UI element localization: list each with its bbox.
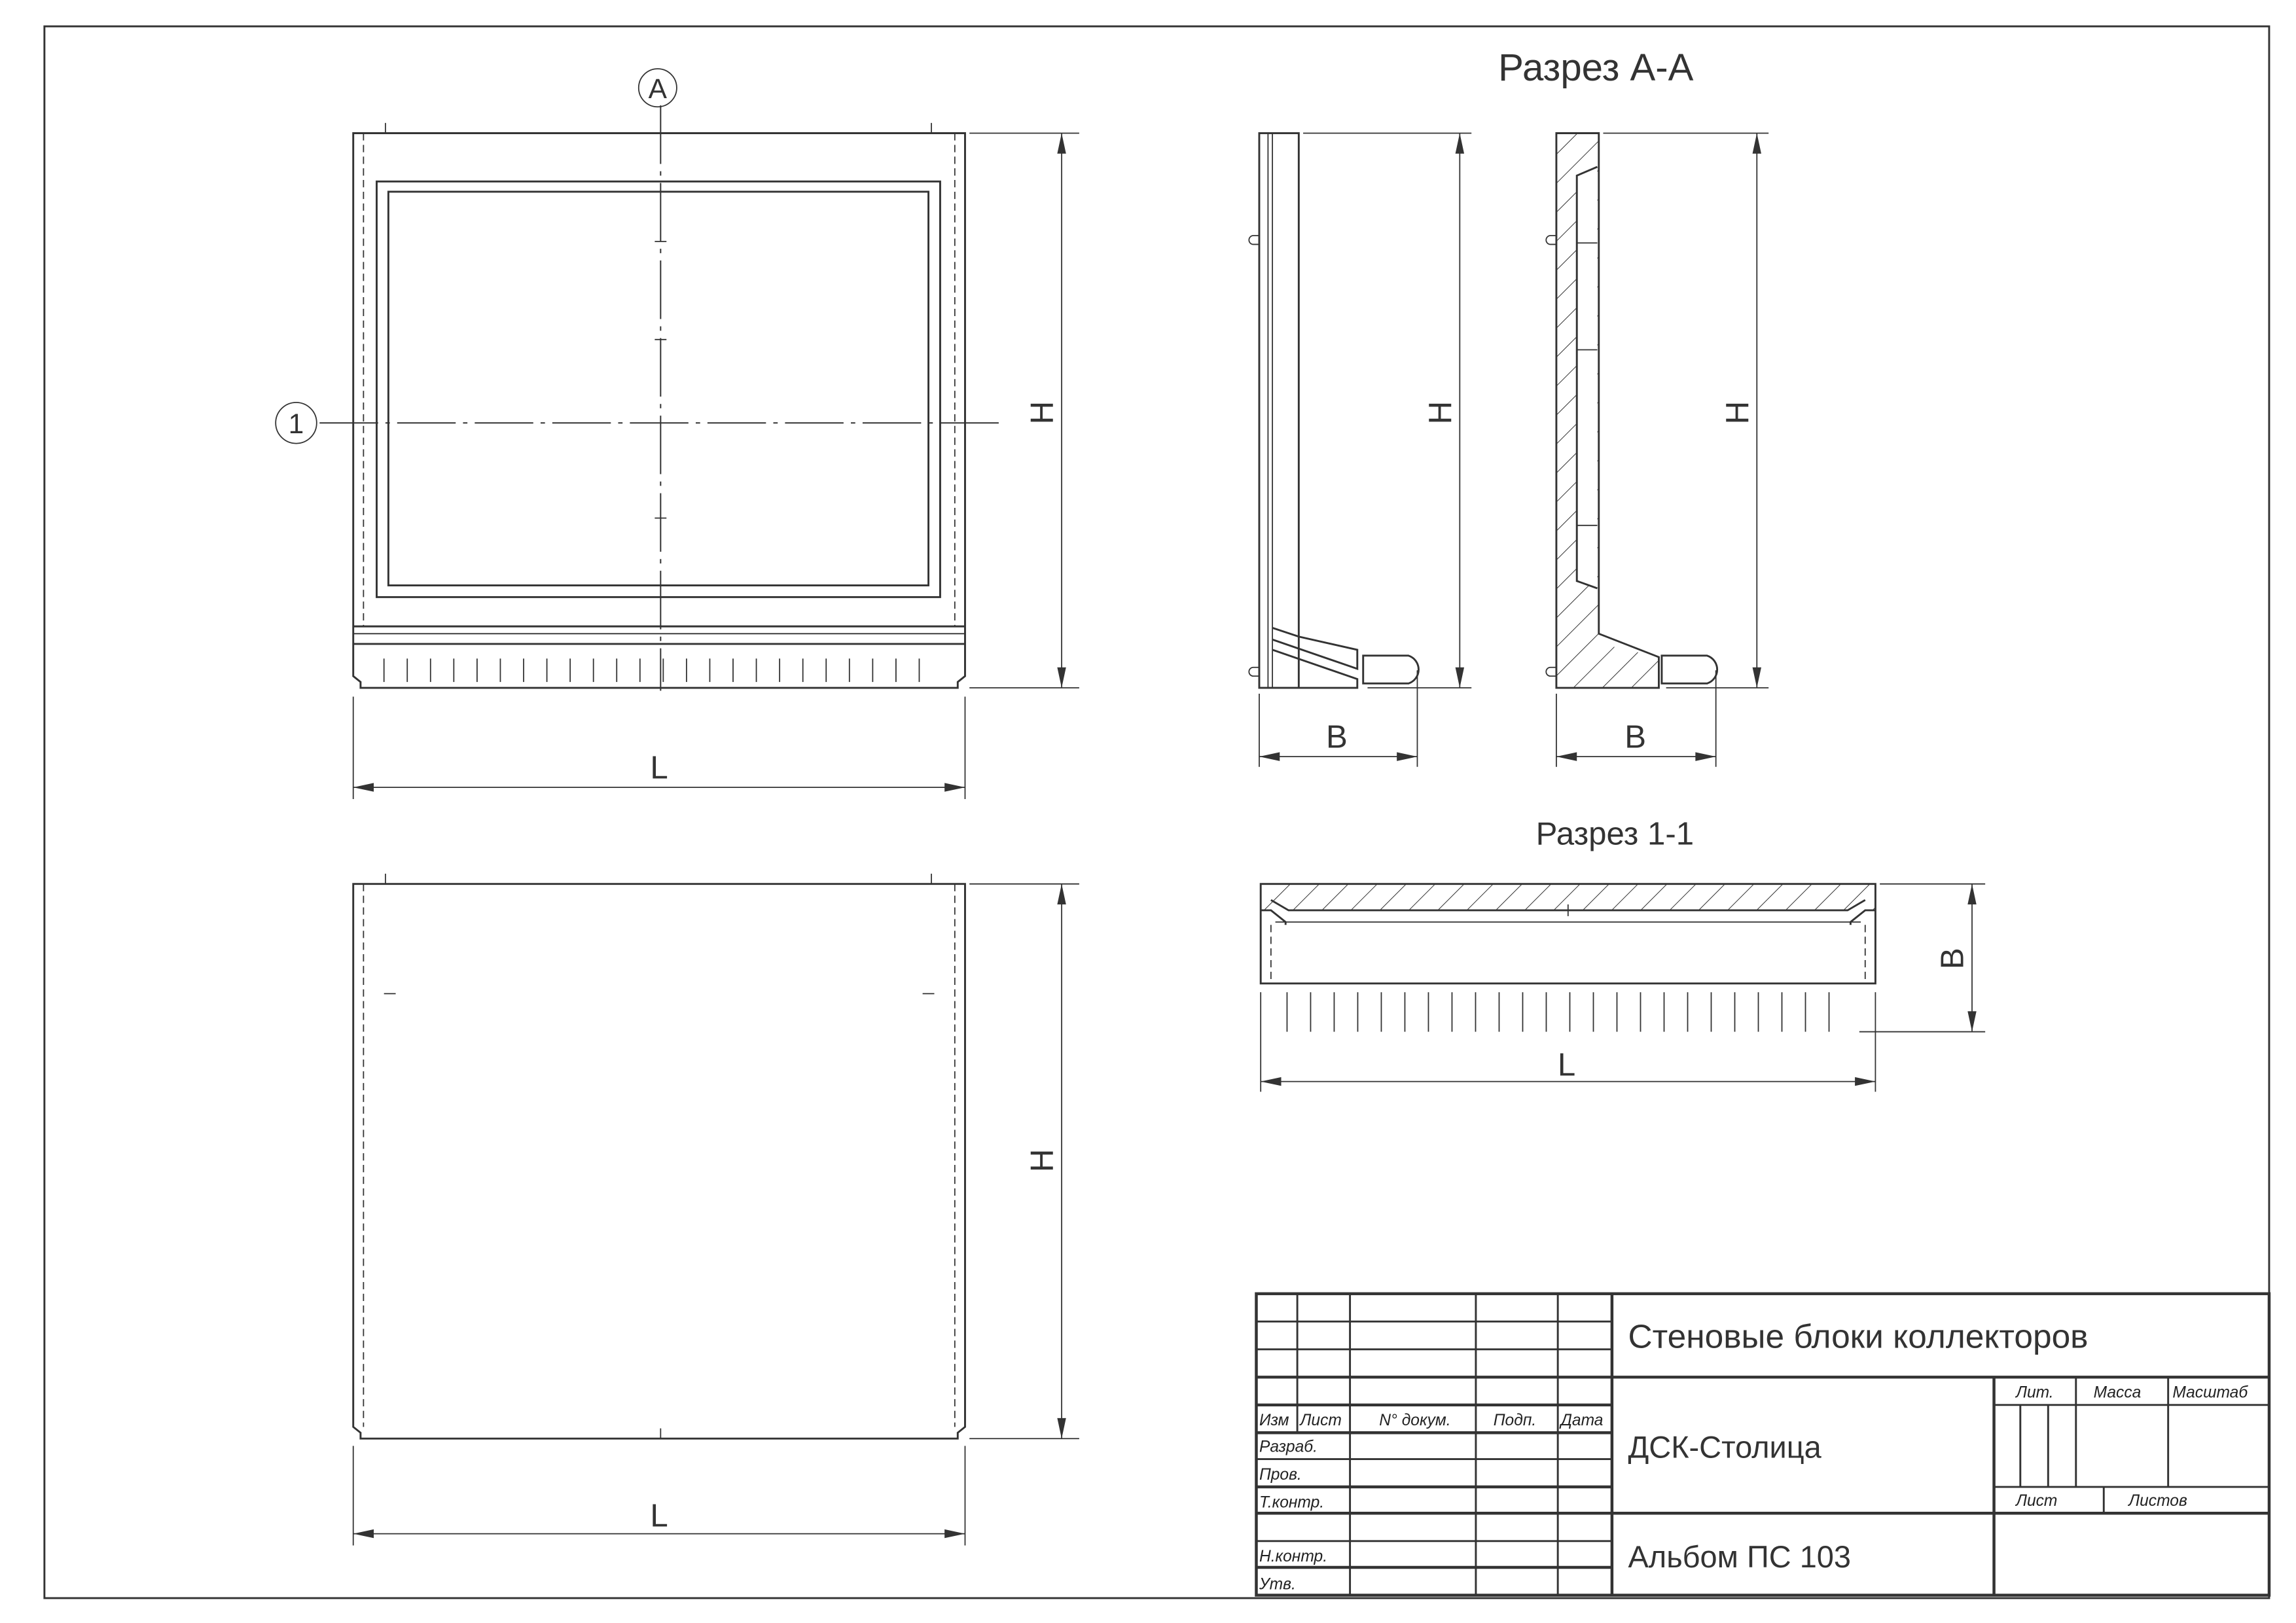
title-block: Стеновые блоки коллекторов ДСК-Столица А…	[1255, 1292, 2271, 1597]
front-view-bottom: H L	[352, 874, 1079, 1546]
section-marker-1-label: 1	[289, 409, 304, 440]
rebar-ends	[383, 658, 920, 683]
dim-l-label: L	[650, 750, 668, 786]
dim-b-label: B	[1624, 719, 1646, 755]
section-marker-a-label: А	[649, 74, 668, 105]
dim-b-label: B	[1326, 719, 1348, 755]
col-izm: Изм	[1259, 1412, 1289, 1429]
dim-l-label: L	[1558, 1047, 1575, 1083]
drawing-title: Стеновые блоки коллекторов	[1628, 1317, 2088, 1355]
section-11: B L	[1259, 883, 1986, 1092]
window-frame-outer	[376, 180, 941, 598]
col-doc: N° докум.	[1379, 1412, 1450, 1429]
label-sheets: Листов	[2127, 1492, 2187, 1510]
dim-h-label: H	[1719, 401, 1755, 425]
section-aa-left: H B	[1248, 132, 1472, 767]
dim-h-label: H	[1422, 401, 1458, 425]
row-tkontr: Т.контр.	[1259, 1493, 1324, 1511]
label-scale: Масштаб	[2172, 1384, 2248, 1402]
section-marker-a	[637, 68, 677, 108]
section-11-title: Разрез 1-1	[1536, 815, 1694, 851]
dim-l-label: L	[650, 1497, 668, 1533]
dim-h-label: H	[1024, 1149, 1060, 1173]
row-nkontr: Н.контр.	[1259, 1548, 1327, 1565]
label-mass: Масса	[2094, 1384, 2142, 1402]
album: Альбом ПС 103	[1628, 1539, 1851, 1574]
organization: ДСК-Столица	[1628, 1429, 1821, 1464]
rebar-ends	[1286, 992, 1830, 1032]
row-razrab: Разраб.	[1259, 1438, 1318, 1455]
col-sign: Подп.	[1494, 1412, 1536, 1429]
section-aa-right: H B	[1545, 132, 1769, 767]
row-utv: Утв.	[1259, 1576, 1296, 1594]
section-aa-title: Разрез А-А	[1498, 46, 1693, 89]
section-marker-1	[275, 402, 317, 444]
label-lit: Лит.	[2015, 1384, 2054, 1402]
label-sheet: Лист	[2015, 1492, 2057, 1510]
front-view-top: А 1 H L	[275, 68, 1079, 799]
col-date: Дата	[1559, 1412, 1604, 1429]
sheet-border	[43, 25, 2270, 1599]
row-prov: Пров.	[1259, 1466, 1302, 1484]
col-list: Лист	[1299, 1412, 1342, 1429]
window-frame-inner	[387, 190, 930, 586]
dim-b-label: B	[1935, 948, 1971, 969]
dim-h-label: H	[1024, 401, 1060, 425]
